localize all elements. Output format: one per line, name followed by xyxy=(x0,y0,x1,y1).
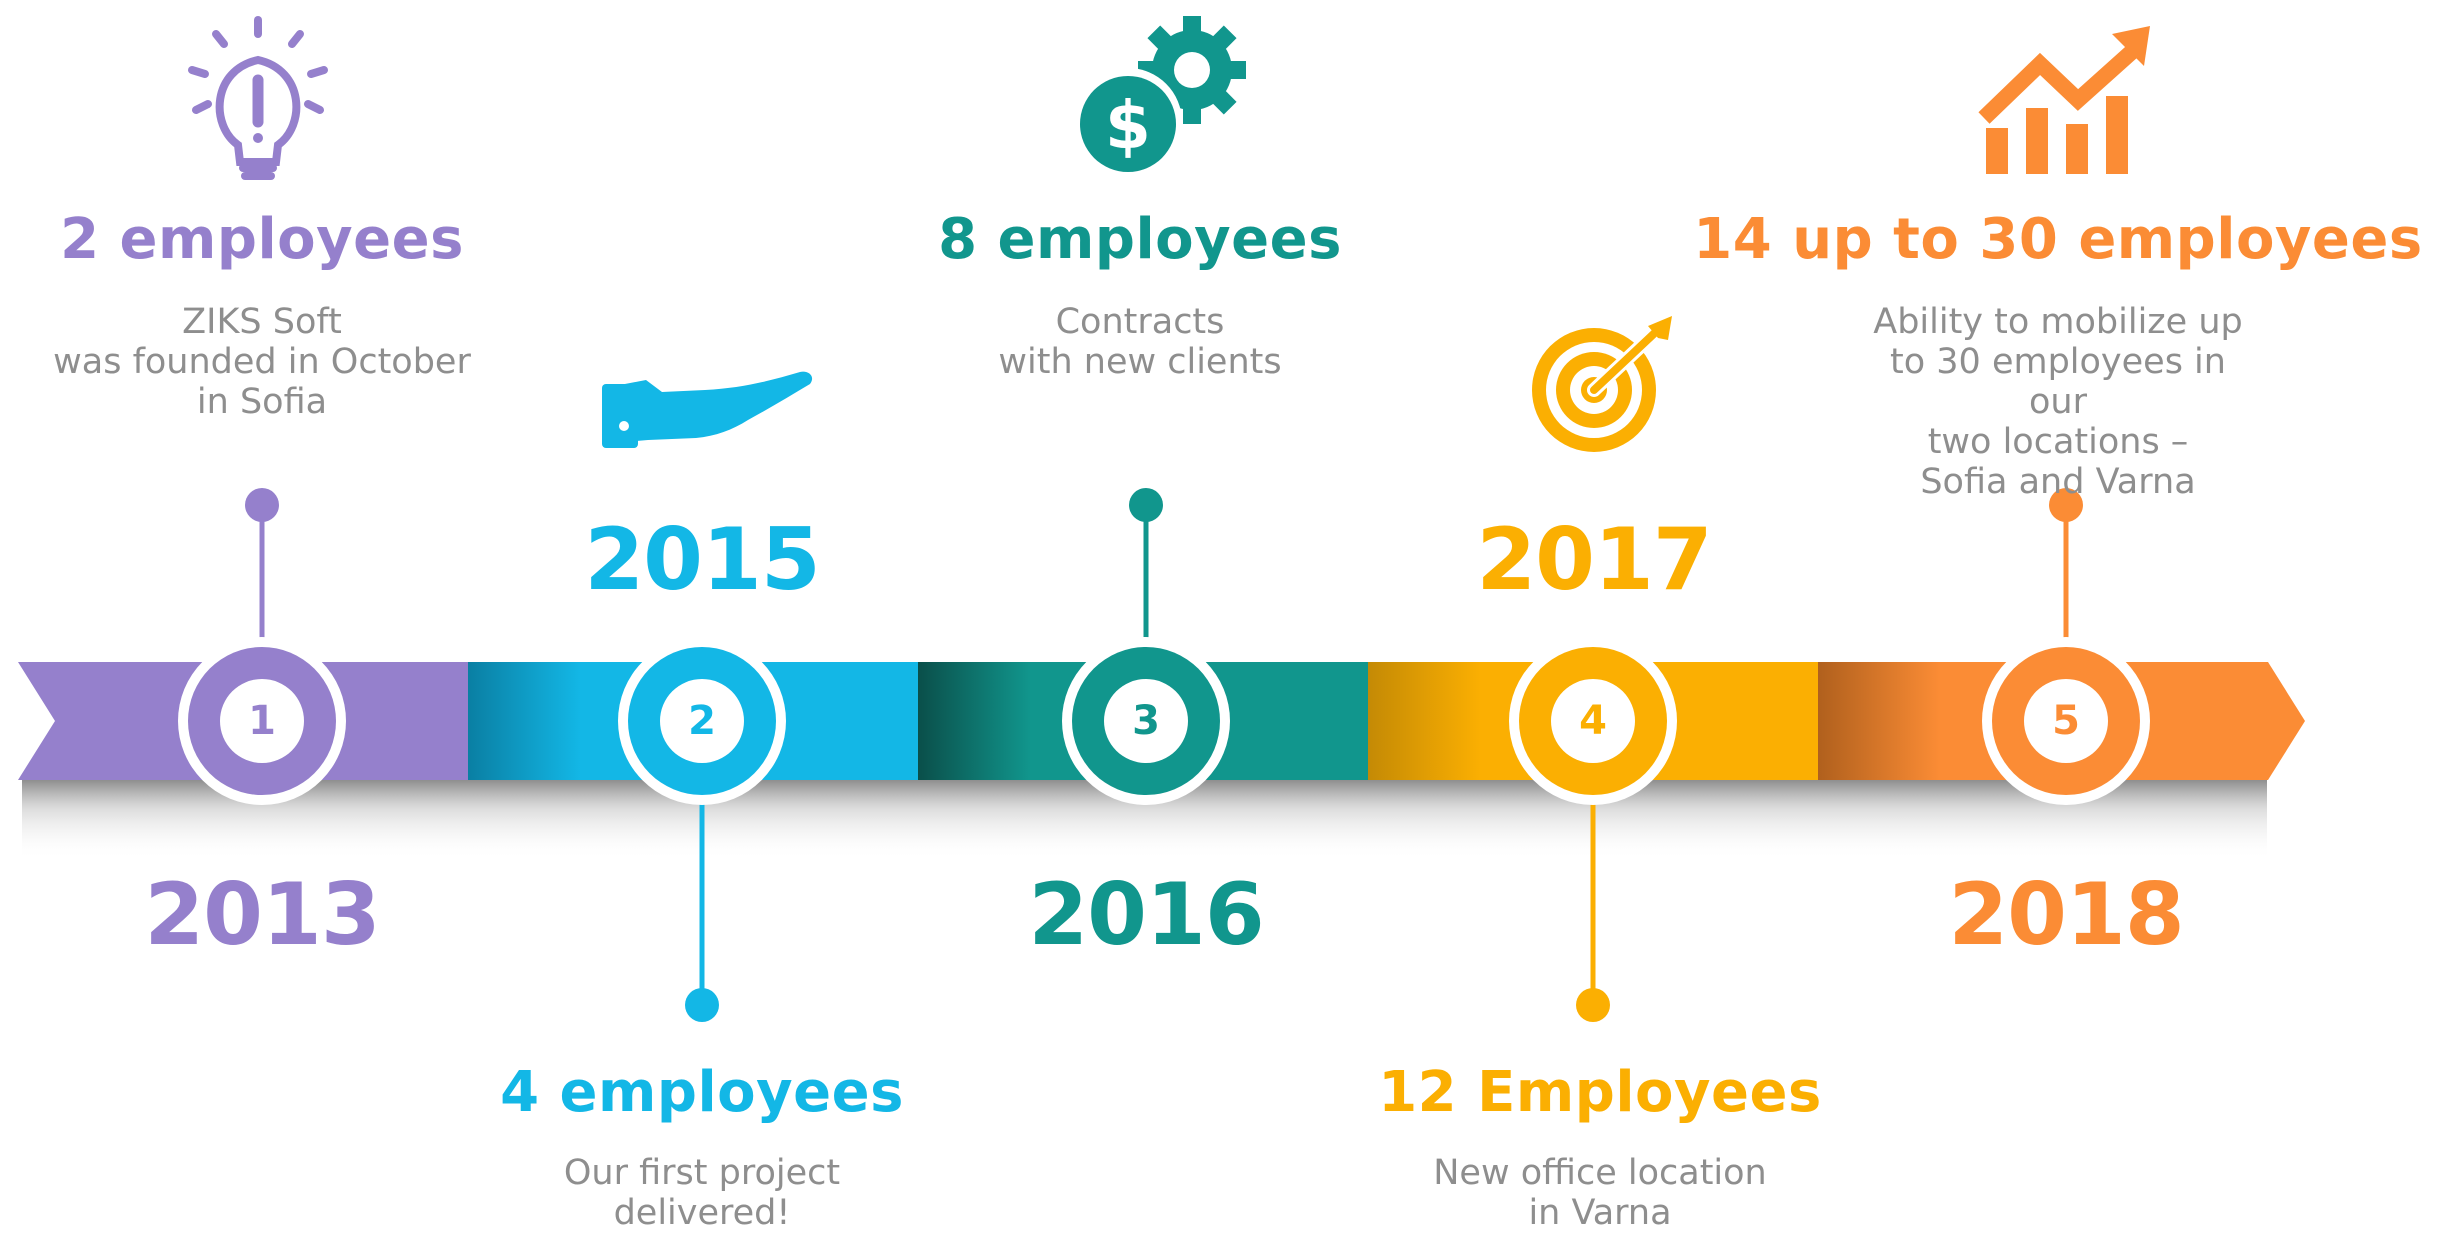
milestone-3-description: Contracts with new clients xyxy=(998,302,1282,382)
dollar-gear-icon: $ xyxy=(1074,16,1246,176)
milestone-2-year: 2015 xyxy=(584,510,820,610)
milestone-2-number: 2 xyxy=(660,679,744,763)
connector-2 xyxy=(685,800,719,1022)
milestone-5-heading: 14 up to 30 employees xyxy=(1693,207,2423,272)
milestone-1-description: ZIKS Soft was founded in October in Sofi… xyxy=(53,302,471,422)
milestone-4-number: 4 xyxy=(1551,679,1635,763)
milestone-5-description: Ability to mobilize up to 30 employees i… xyxy=(1873,302,2243,502)
svg-text:$: $ xyxy=(1105,87,1151,164)
milestone-3-heading: 8 employees xyxy=(938,207,1342,272)
connector-3 xyxy=(1129,488,1163,640)
connector-5 xyxy=(2049,488,2083,640)
milestone-3-number: 3 xyxy=(1104,679,1188,763)
connector-1 xyxy=(245,488,279,640)
milestone-1-number: 1 xyxy=(220,679,304,763)
hand-icon xyxy=(602,371,813,448)
lightbulb-icon xyxy=(188,16,328,180)
milestone-1-heading: 2 employees xyxy=(60,207,464,272)
milestone-5-number: 5 xyxy=(2024,679,2108,763)
milestone-4-description: New office location in Varna xyxy=(1433,1153,1767,1233)
milestone-2-description: Our first project delivered! xyxy=(563,1153,841,1233)
target-icon xyxy=(1532,316,1672,452)
growth-chart-icon xyxy=(1978,26,2150,174)
milestone-2-heading: 4 employees xyxy=(500,1060,904,1125)
milestone-3-year: 2016 xyxy=(1028,865,1264,965)
milestone-4-year: 2017 xyxy=(1476,510,1712,610)
milestone-4-heading: 12 Employees xyxy=(1378,1060,1822,1125)
connector-4 xyxy=(1576,800,1610,1022)
milestone-5-year: 2018 xyxy=(1948,865,2184,965)
milestone-1-year: 2013 xyxy=(144,865,380,965)
